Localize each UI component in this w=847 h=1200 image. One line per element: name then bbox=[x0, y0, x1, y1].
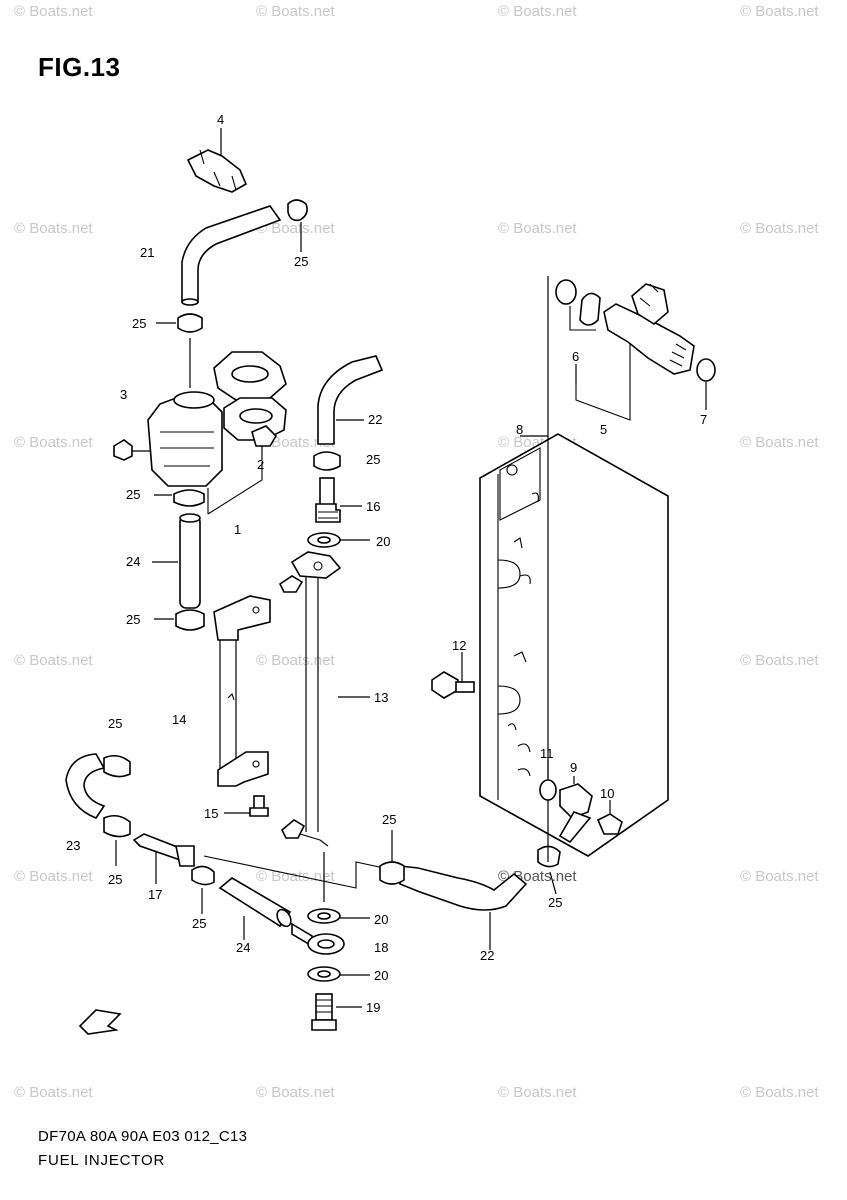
callout-label: 25 bbox=[366, 452, 380, 467]
callout-label: 22 bbox=[480, 948, 494, 963]
watermark-layer: © Boats.net © Boats.net © Boats.net © Bo… bbox=[14, 3, 819, 1101]
clamp-25-hose22-right bbox=[537, 845, 561, 895]
watermark: © Boats.net bbox=[740, 868, 819, 885]
callout-label: 25 bbox=[132, 316, 146, 331]
callout-label: 20 bbox=[374, 912, 388, 927]
callout-label: 25 bbox=[126, 487, 140, 502]
clamp-25-hose23-bottom bbox=[103, 814, 131, 866]
watermark: © Boats.net bbox=[740, 3, 819, 20]
callout-label: 20 bbox=[374, 968, 388, 983]
watermark: © Boats.net bbox=[14, 652, 93, 669]
callout-label: 25 bbox=[548, 895, 562, 910]
fuel-filter-assembly bbox=[147, 351, 287, 515]
clamp-25-top bbox=[287, 199, 308, 252]
washer-20-top bbox=[307, 532, 370, 548]
clamp-25-hose22-left bbox=[379, 830, 405, 885]
callout-label: 19 bbox=[366, 1000, 380, 1015]
clamp-25-left-upper bbox=[156, 313, 203, 388]
watermark: © Boats.net bbox=[14, 868, 93, 885]
callout-label: 10 bbox=[600, 786, 614, 801]
callout-label: 11 bbox=[540, 746, 554, 761]
callout-label: 14 bbox=[172, 712, 186, 727]
watermark: © Boats.net bbox=[740, 220, 819, 237]
watermark: © Boats.net bbox=[498, 3, 577, 20]
callout-label: 25 bbox=[192, 916, 206, 931]
callout-label: 24 bbox=[236, 940, 250, 955]
watermark: © Boats.net bbox=[740, 434, 819, 451]
callout-label: 16 bbox=[366, 499, 380, 514]
callout-label: 12 bbox=[452, 638, 466, 653]
fitting-16 bbox=[315, 477, 362, 523]
hose-24-lower bbox=[218, 877, 292, 940]
callout-label: 20 bbox=[376, 534, 390, 549]
callout-label: 5 bbox=[600, 422, 607, 437]
callout-label: 25 bbox=[108, 716, 122, 731]
callout-label: 8 bbox=[516, 422, 523, 437]
watermark: © Boats.net bbox=[14, 3, 93, 20]
watermark: © Boats.net bbox=[256, 868, 335, 885]
callout-label: 23 bbox=[66, 838, 80, 853]
watermark: © Boats.net bbox=[14, 1084, 93, 1101]
callout-label: 13 bbox=[374, 690, 388, 705]
pipe-17 bbox=[132, 833, 195, 884]
hose-24-left bbox=[152, 513, 201, 609]
watermark: © Boats.net bbox=[256, 1084, 335, 1101]
hose-23 bbox=[65, 753, 106, 819]
clamp-25-hose23-top bbox=[103, 754, 131, 778]
callout-label: 22 bbox=[368, 412, 382, 427]
hose-22-center bbox=[317, 355, 384, 445]
callout-label: 17 bbox=[148, 887, 162, 902]
injector-group bbox=[555, 279, 716, 421]
figure-code: DF70A 80A 90A E03 012_C13 bbox=[38, 1128, 248, 1145]
bolt-3 bbox=[113, 439, 150, 461]
watermark: © Boats.net bbox=[256, 434, 335, 451]
callout-label: 3 bbox=[120, 387, 127, 402]
part-clip-4 bbox=[186, 128, 248, 193]
bolt-12 bbox=[431, 652, 475, 699]
watermark: © Boats.net bbox=[498, 1084, 577, 1101]
callout-label: 7 bbox=[700, 412, 707, 427]
callout-label: 25 bbox=[108, 872, 122, 887]
watermark: © Boats.net bbox=[740, 1084, 819, 1101]
callout-label: 18 bbox=[374, 940, 388, 955]
bolt-10 bbox=[596, 800, 623, 835]
figure-title: FIG.13 bbox=[38, 52, 121, 82]
figure-name: FUEL INJECTOR bbox=[38, 1152, 166, 1169]
o-ring-11 bbox=[539, 760, 557, 801]
clamp-25-pipe17 bbox=[191, 865, 215, 914]
callout-label: 9 bbox=[570, 760, 577, 775]
callout-label: 4 bbox=[217, 112, 224, 127]
watermark: © Boats.net bbox=[740, 652, 819, 669]
watermark: © Boats.net bbox=[256, 652, 335, 669]
center-stack bbox=[291, 852, 370, 1031]
hose-22-lower bbox=[399, 865, 528, 950]
guide-line bbox=[203, 855, 385, 889]
clamp-25-center bbox=[313, 451, 341, 471]
clamp-25-left-lower bbox=[154, 609, 205, 631]
callout-label: 21 bbox=[140, 245, 154, 260]
callout-label: 25 bbox=[382, 812, 396, 827]
callout-layer: 4 21 25 25 3 2 1 25 24 25 22 25 16 20 13… bbox=[66, 112, 707, 1015]
fuel-rail-13 bbox=[278, 551, 370, 847]
hose-21 bbox=[181, 205, 282, 306]
callout-label: 1 bbox=[234, 522, 241, 537]
bolt-15 bbox=[224, 795, 269, 817]
callout-label: 25 bbox=[294, 254, 308, 269]
watermark: © Boats.net bbox=[256, 3, 335, 20]
watermark: © Boats.net bbox=[14, 434, 93, 451]
callout-label: 6 bbox=[572, 349, 579, 364]
callout-label: 25 bbox=[126, 612, 140, 627]
watermark: © Boats.net bbox=[498, 220, 577, 237]
fitting-9 bbox=[558, 776, 593, 844]
callout-label: 24 bbox=[126, 554, 140, 569]
callout-label: 2 bbox=[257, 457, 264, 472]
watermark: © Boats.net bbox=[256, 220, 335, 237]
watermark: © Boats.net bbox=[14, 220, 93, 237]
callout-label: 15 bbox=[204, 806, 218, 821]
bracket-14 bbox=[213, 595, 271, 787]
clamp-25-left-mid bbox=[154, 489, 205, 507]
front-arrow-icon bbox=[78, 1009, 122, 1035]
